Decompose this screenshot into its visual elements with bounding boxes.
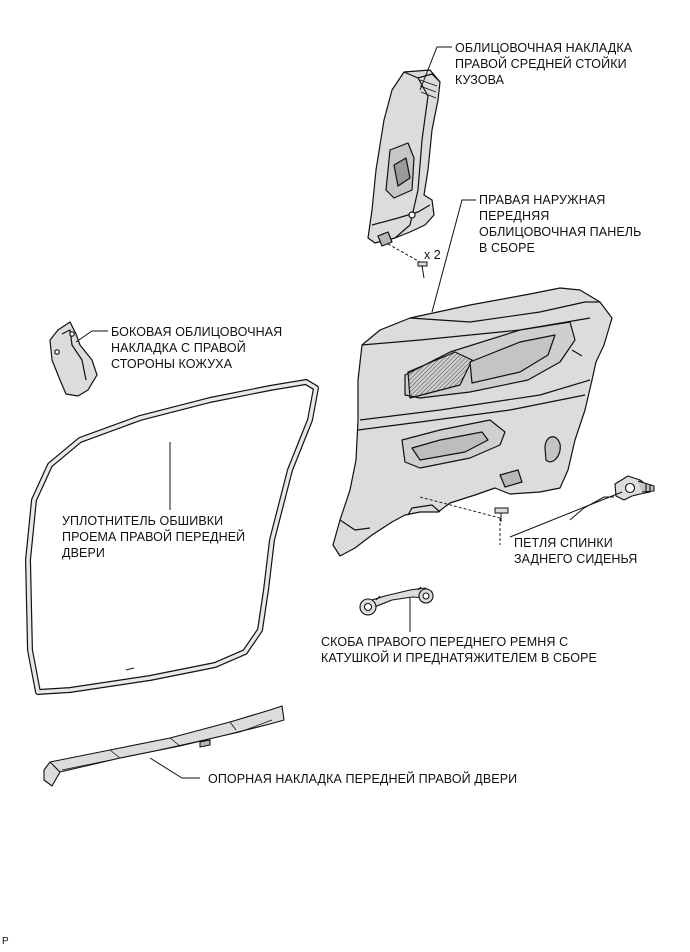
- trim-clip: [494, 507, 509, 522]
- clip-fastener: [388, 244, 427, 278]
- leader-lines: [75, 46, 623, 779]
- label-rear-seat-hinge: ПЕТЛЯ СПИНКИ ЗАДНЕГО СИДЕНЬЯ: [514, 536, 638, 566]
- label-door-opening-weatherstrip: УПЛОТНИТЕЛЬ ОБШИВКИ ПРОЕМА ПРАВОЙ ПЕРЕДН…: [62, 514, 246, 560]
- rear-seat-hinge: [615, 476, 654, 500]
- corner-mark: P: [2, 936, 9, 947]
- door-opening-weatherstrip: [28, 382, 316, 692]
- label-seat-belt-bracket: СКОБА ПРАВОГО ПЕРЕДНЕГО РЕМНЯ С КАТУШКОЙ…: [321, 635, 597, 665]
- door-scuff-plate: [44, 706, 284, 786]
- cowl-side-trim: [50, 322, 97, 396]
- label-door-scuff-plate: ОПОРНАЯ НАКЛАДКА ПЕРЕДНЕЙ ПРАВОЙ ДВЕРИ: [208, 772, 518, 786]
- quarter-trim-panel: [333, 288, 612, 556]
- quantity-note: x 2: [424, 248, 441, 262]
- label-cowl-side-trim: БОКОВАЯ ОБЛИЦОВОЧНАЯ НАКЛАДКА С ПРАВОЙ С…: [111, 325, 283, 371]
- label-center-pillar-garnish: ОБЛИЦОВОЧНАЯ НАКЛАДКА ПРАВОЙ СРЕДНЕЙ СТО…: [455, 41, 633, 87]
- seat-belt-bracket: [360, 587, 433, 615]
- center-pillar-garnish: [368, 70, 440, 246]
- label-quarter-trim-panel: ПРАВАЯ НАРУЖНАЯ ПЕРЕДНЯЯ ОБЛИЦОВОЧНАЯ ПА…: [479, 193, 642, 255]
